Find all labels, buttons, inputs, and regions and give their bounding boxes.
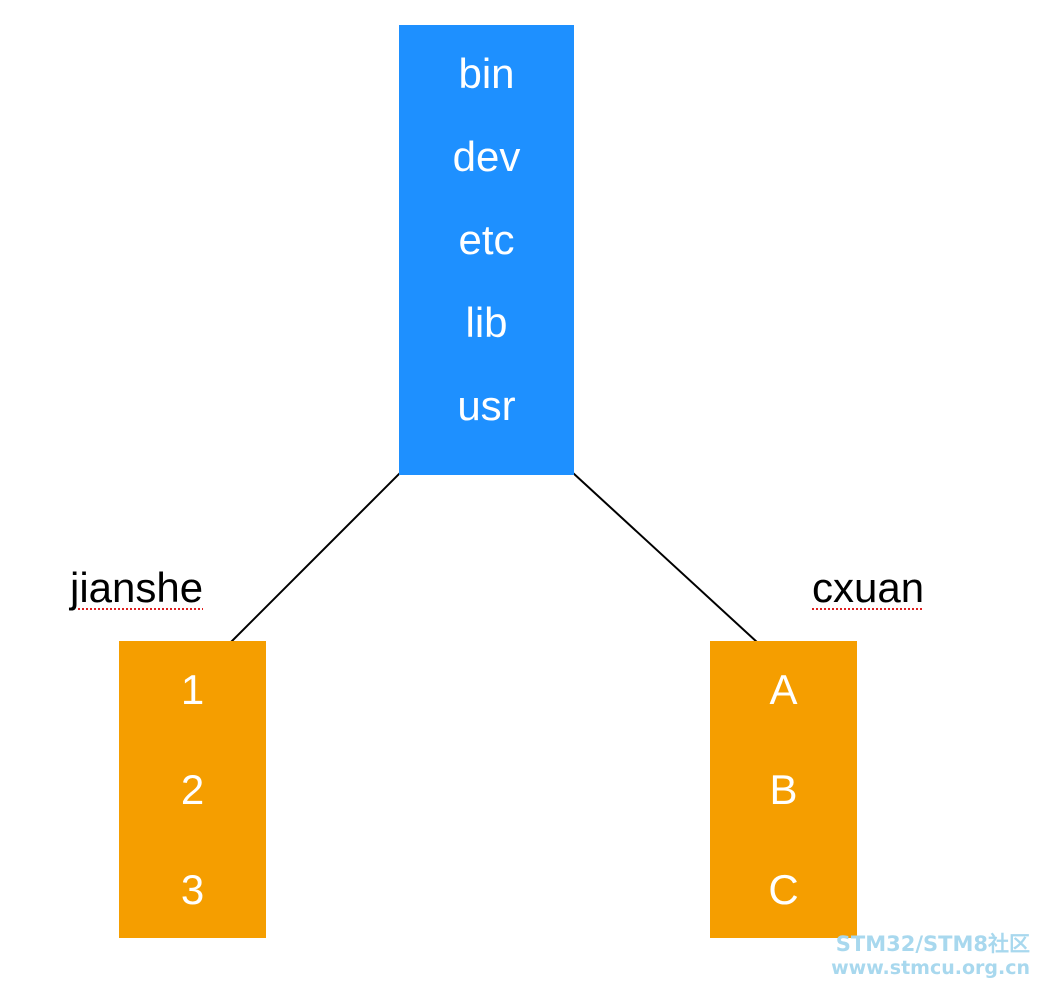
root-item-usr: usr [457,382,516,429]
cxuan-directory-box: A B C [710,641,857,938]
child-label-jianshe: jianshe [70,564,204,611]
jianshe-directory-box: 1 2 3 [119,641,266,938]
jianshe-item-2: 2 [180,766,205,813]
site-watermark: STM32/STM8社区 www.stmcu.org.cn [831,932,1030,980]
root-item-lib: lib [465,299,508,346]
cxuan-item-a: A [769,666,798,713]
cxuan-item-b: B [769,766,798,813]
jianshe-item-3: 3 [180,866,205,913]
jianshe-item-1: 1 [180,666,205,713]
root-item-bin: bin [458,50,515,97]
watermark-url: www.stmcu.org.cn [831,957,1030,979]
cxuan-item-c: C [768,866,799,913]
root-item-etc: etc [458,216,515,263]
root-item-dev: dev [452,133,521,180]
watermark-title: STM32/STM8社区 [835,932,1030,956]
root-directory-box: bin dev etc lib usr [399,25,574,475]
child-label-cxuan: cxuan [812,564,925,611]
